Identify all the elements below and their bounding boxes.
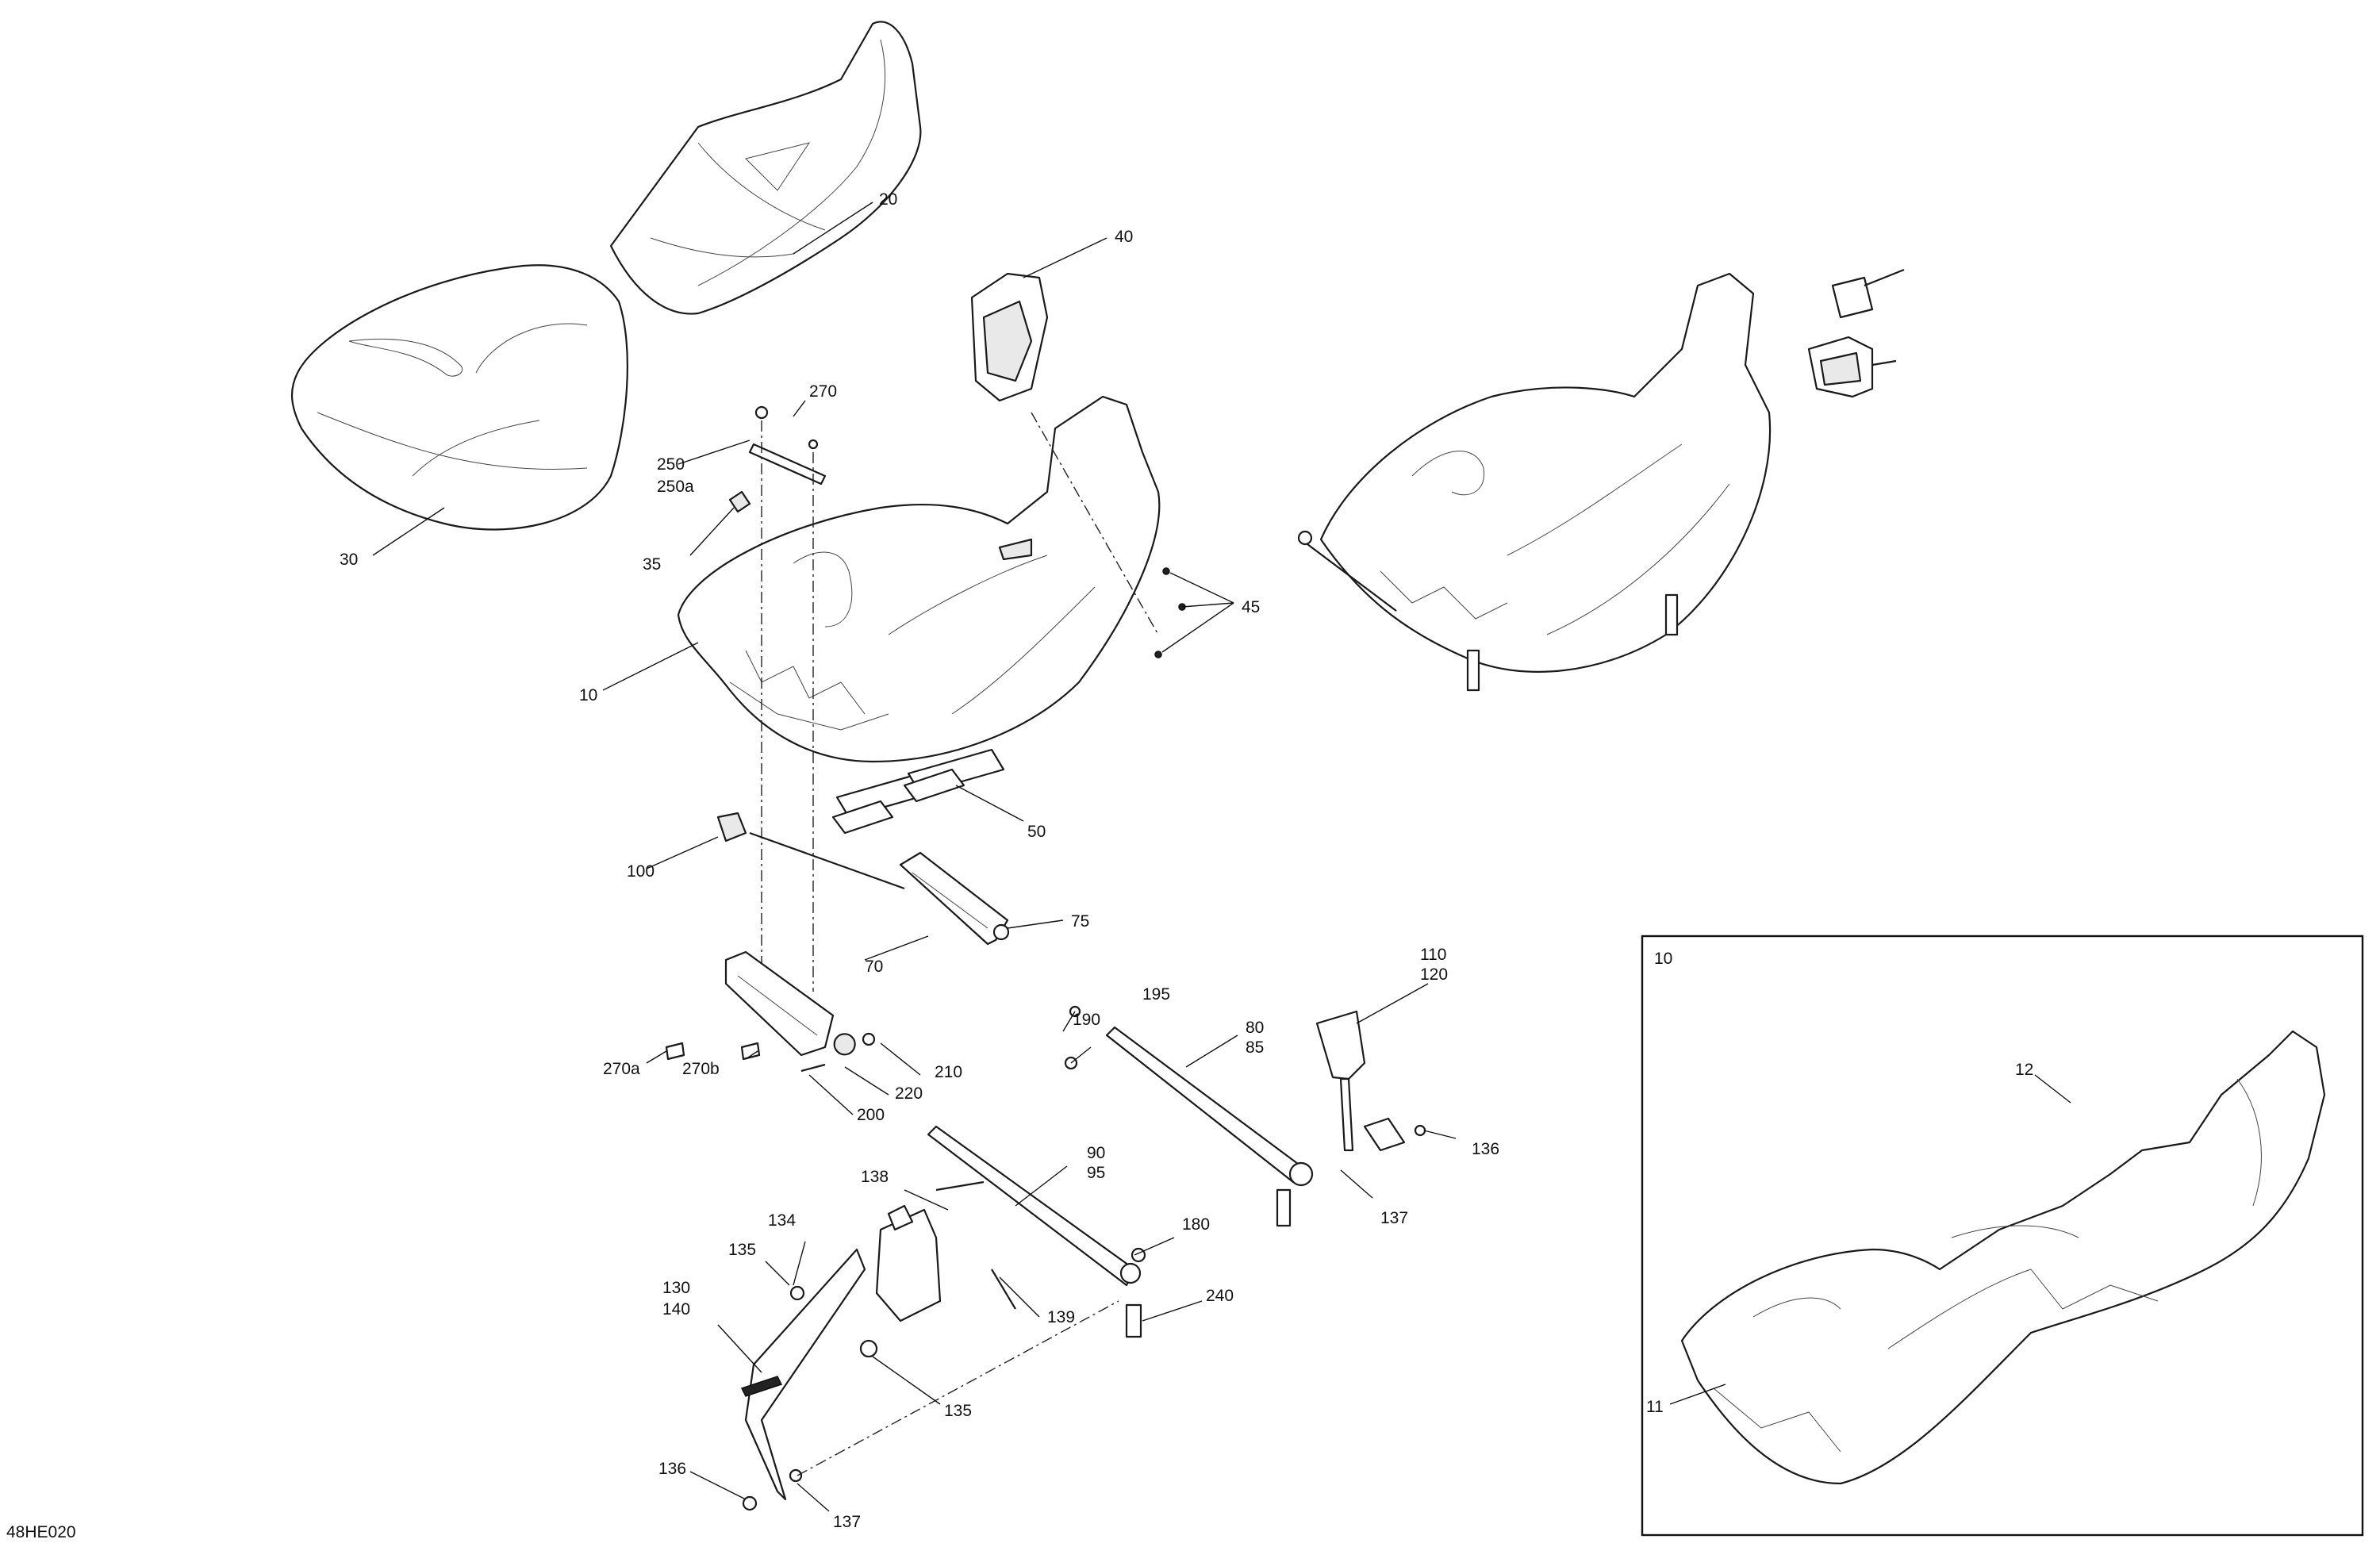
seat-bottom-cushion [290, 264, 628, 531]
callout-20: 20 [879, 190, 897, 209]
callout-250a: 250a [657, 478, 694, 496]
callout-70: 70 [865, 958, 883, 976]
hardware-upper [728, 405, 1186, 992]
callout-12: 12 [2015, 1061, 2033, 1079]
callout-40: 40 [1115, 228, 1133, 246]
callout-100: 100 [627, 862, 654, 881]
callout-140: 140 [662, 1300, 690, 1318]
seat-back-cushion [609, 21, 922, 315]
callout-210: 210 [935, 1063, 962, 1081]
labels-50 [831, 768, 965, 835]
callout-95: 95 [1087, 1164, 1105, 1182]
inset-label: 10 [1654, 950, 1672, 968]
callout-270: 270 [809, 382, 837, 401]
callout-134: 134 [768, 1211, 796, 1230]
callout-139: 139 [1047, 1308, 1075, 1326]
drawing-code: 48HE020 [6, 1523, 76, 1541]
callout-250: 250 [657, 455, 685, 474]
callout-90: 90 [1087, 1144, 1105, 1162]
callout-130: 130 [662, 1279, 690, 1297]
callout-136-bottom: 136 [658, 1460, 686, 1478]
seat-shell-main [677, 395, 1161, 763]
callout-136-right: 136 [1472, 1140, 1499, 1158]
callout-135-lower: 135 [944, 1402, 972, 1420]
callout-240: 240 [1206, 1287, 1234, 1305]
callout-270b: 270b [682, 1060, 720, 1078]
tube-bars [927, 1005, 1314, 1287]
slider-rails [665, 812, 1010, 1073]
callout-11: 11 [1646, 1398, 1664, 1416]
headrest-block [970, 237, 1107, 402]
callout-195: 195 [1142, 985, 1170, 1004]
callout-135-upper: 135 [728, 1241, 756, 1259]
belt-retractor [740, 1180, 1146, 1511]
callout-270a: 270a [603, 1060, 640, 1078]
callout-110: 110 [1420, 946, 1446, 964]
callout-35: 35 [643, 555, 661, 574]
callout-138: 138 [861, 1168, 889, 1186]
callout-75: 75 [1071, 912, 1089, 931]
inset-seat-shell [1680, 1030, 2326, 1485]
callout-120: 120 [1420, 965, 1448, 984]
seat-belt-buckle [1315, 1010, 1426, 1152]
callout-200: 200 [857, 1106, 885, 1124]
callout-50: 50 [1027, 823, 1046, 841]
inset-frame [1641, 935, 2364, 1537]
callout-190: 190 [1073, 1011, 1100, 1029]
callout-220: 220 [895, 1084, 923, 1103]
callout-80: 80 [1246, 1019, 1264, 1037]
callout-30: 30 [340, 551, 358, 569]
callout-137-bottom: 137 [833, 1513, 861, 1531]
callout-137-right: 137 [1380, 1209, 1408, 1227]
seat-assembled-view [1297, 268, 1905, 692]
callout-45: 45 [1242, 598, 1260, 616]
callout-10: 10 [579, 686, 597, 704]
leader-lines [372, 202, 2071, 1512]
callout-labels: 20 40 270 250 250a 30 35 45 10 50 100 75… [6, 190, 2033, 1541]
callout-180: 180 [1182, 1215, 1210, 1234]
callout-85: 85 [1246, 1038, 1264, 1057]
